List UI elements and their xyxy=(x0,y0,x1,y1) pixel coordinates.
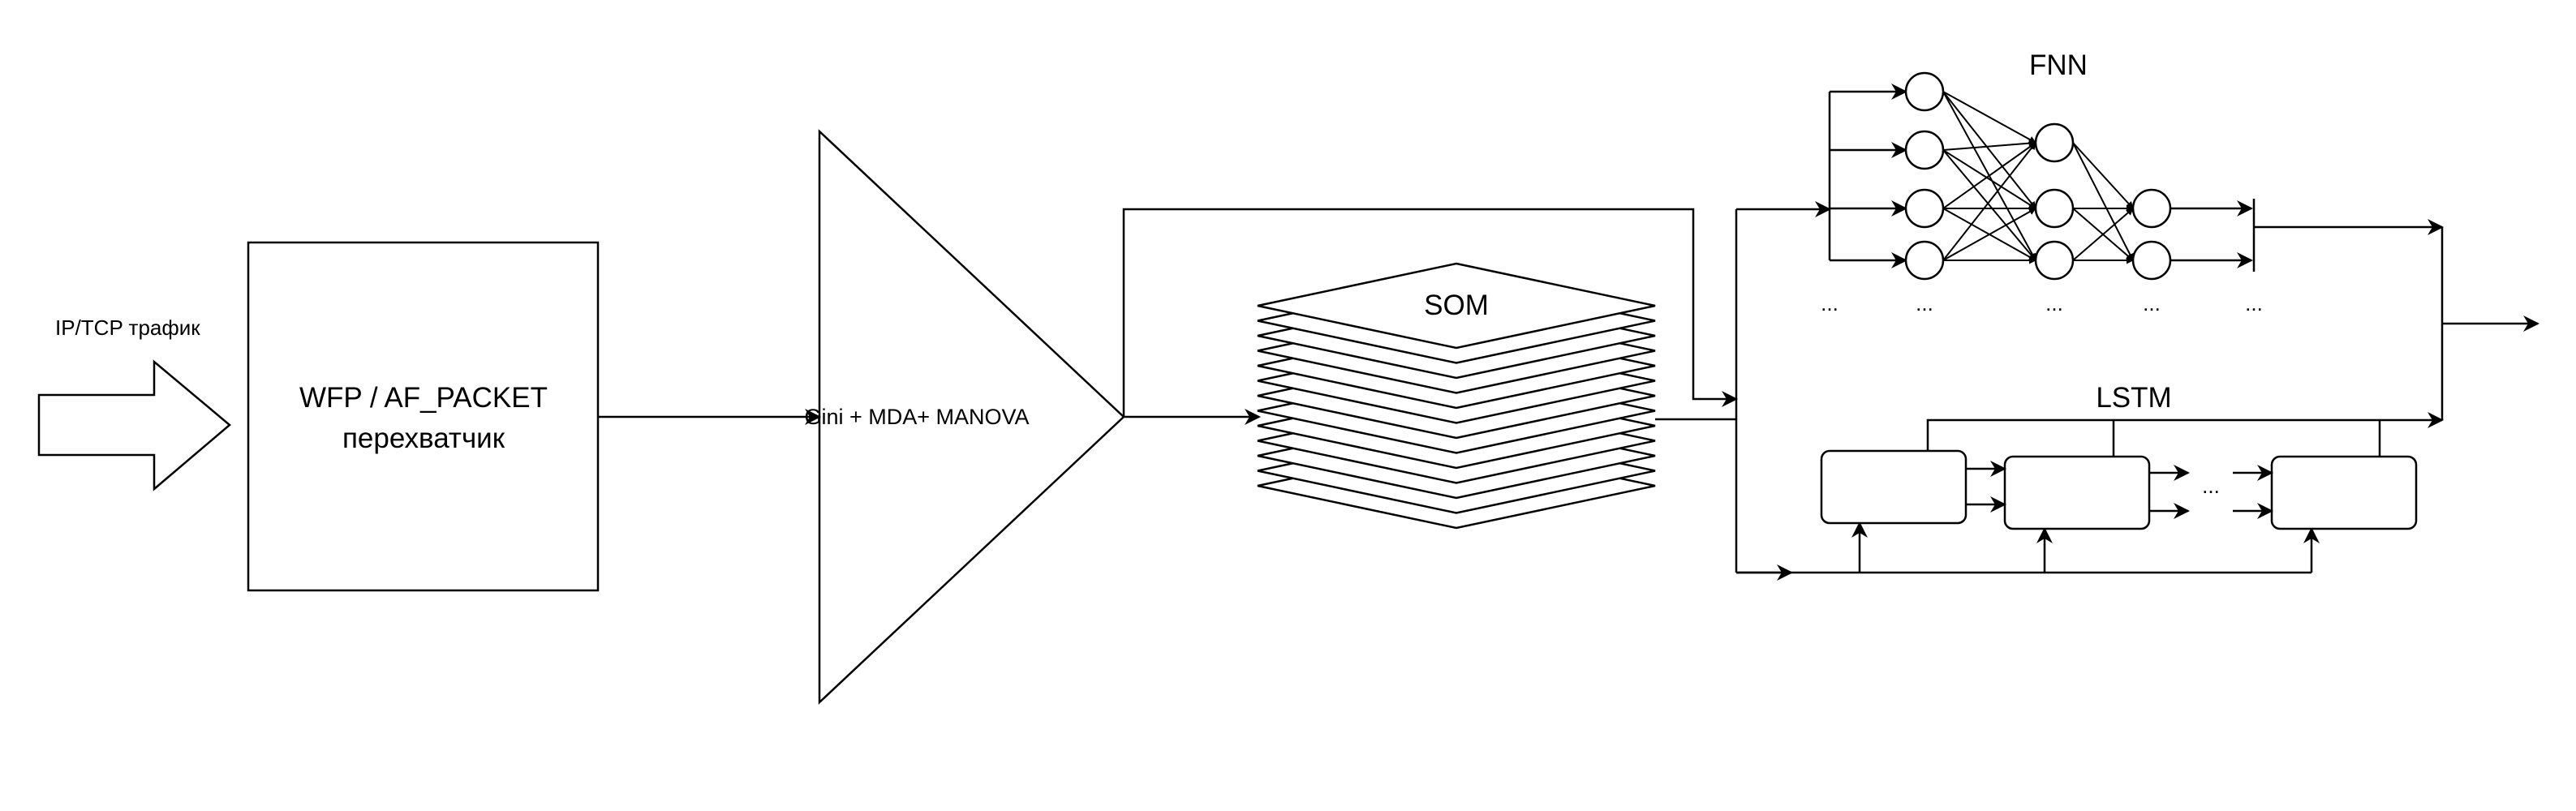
selector-label: Gini + MDA+ MANOVA xyxy=(804,405,1029,429)
fnn-ellipsis: ... xyxy=(2045,291,2063,315)
feature-selector: Gini + MDA+ MANOVA xyxy=(804,129,1125,705)
fnn-ellipsis: ... xyxy=(2245,291,2263,315)
som-label: SOM xyxy=(1424,290,1489,321)
selector-triangle xyxy=(818,129,1125,705)
fnn-input-neuron xyxy=(1904,240,1945,281)
input-arrow-icon xyxy=(37,359,231,491)
fnn-connection xyxy=(1942,91,2036,144)
lstm-label: LSTM xyxy=(2096,382,2171,414)
lstm-network: ... xyxy=(1736,412,2444,574)
fnn-connection xyxy=(2072,208,2134,261)
fnn-connection xyxy=(1942,142,2036,209)
fnn-input-neuron xyxy=(1904,188,1945,229)
fnn-ellipsis: ... xyxy=(1821,291,1838,315)
fnn-label: FNN xyxy=(2029,49,2088,81)
som-layer xyxy=(1257,262,1656,350)
lstm-cell xyxy=(2003,455,2151,530)
fnn-network: ............... xyxy=(1821,71,2263,315)
fnn-input-neuron xyxy=(1904,71,1945,112)
fnn-connection xyxy=(1942,149,2036,261)
capture-module: WFP / AF_PACKET перехватчик xyxy=(247,241,600,592)
fnn-ellipsis: ... xyxy=(2143,291,2161,315)
fnn-connection xyxy=(1942,91,2036,209)
lstm-output-line xyxy=(1926,412,2444,451)
fnn-hidden1-neuron xyxy=(2034,122,2075,163)
fnn-connection xyxy=(1942,149,2036,209)
lstm-ellipsis: ... xyxy=(2202,474,2220,498)
fnn-hidden1-neuron xyxy=(2034,240,2075,281)
som-stack xyxy=(1257,262,1656,530)
fnn-hidden1-neuron xyxy=(2034,188,2075,229)
lstm-cell xyxy=(2270,455,2418,530)
fnn-connection xyxy=(1942,142,2036,261)
fnn-connection xyxy=(1942,139,2036,151)
fnn-hidden2-neuron xyxy=(2131,240,2172,281)
capture-box xyxy=(247,241,600,592)
fnn-connection xyxy=(2072,142,2134,261)
lstm-cell xyxy=(1820,449,1967,525)
fnn-connection xyxy=(1942,208,2036,261)
input-traffic: IP/TCP трафик xyxy=(37,315,231,491)
capture-subtitle: перехватчик xyxy=(342,423,505,454)
fnn-hidden2-neuron xyxy=(2131,188,2172,229)
capture-title: WFP / AF_PACKET xyxy=(299,382,548,414)
selector-bypass-line xyxy=(1122,208,1738,417)
fnn-ellipsis: ... xyxy=(1916,291,1933,315)
fnn-connection xyxy=(2072,142,2134,209)
input-traffic-label: IP/TCP трафик xyxy=(55,315,200,340)
fnn-input-neuron xyxy=(1904,130,1945,170)
